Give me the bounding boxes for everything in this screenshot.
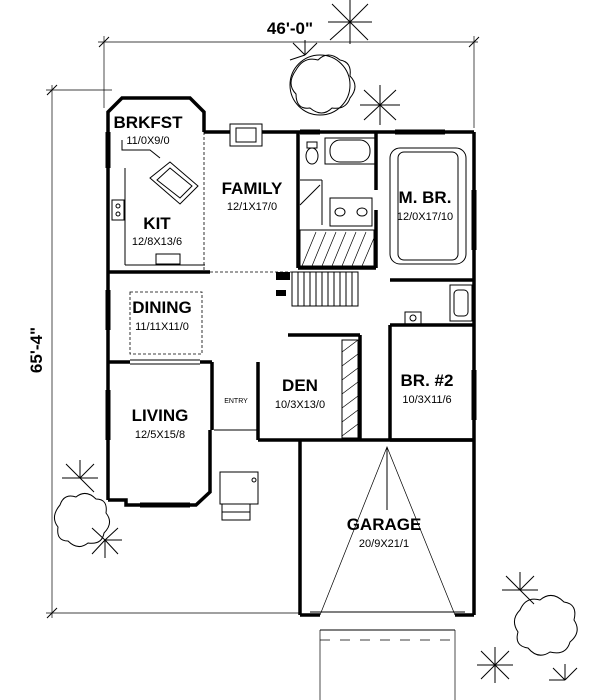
room-size-garage: 20/9X21/1 [359,538,409,550]
width-dimension-line [98,36,480,128]
room-name-br2: BR. #2 [401,371,454,390]
stairs [276,271,359,307]
depth-dimension-line [46,84,300,619]
master-bath-fixtures [299,137,376,227]
bath-2-fixtures [404,284,473,325]
room-size-dining: 11/11X11/0 [135,321,189,333]
room-size-den: 10/3X13/0 [275,399,325,411]
room-name-kit: KIT [143,214,171,233]
room-size-mbr: 12/0X17/10 [397,211,453,223]
garage-details [310,446,465,700]
entry-porch [214,429,259,521]
tree-left-icon [54,460,122,558]
room-name-family: FAMILY [222,179,283,198]
tree-bottom-right-icon [477,572,578,683]
fireplace-icon [229,123,263,147]
exterior-walls [106,96,476,617]
windows [105,129,477,508]
closet-hatch [299,229,375,267]
room-name-den: DEN [282,376,318,395]
depth-dimension-label: 65'-4" [27,327,46,373]
room-name-garage: GARAGE [347,515,422,534]
room-name-dining: DINING [132,298,192,317]
den-closet [341,339,359,439]
room-name-mbr: M. BR. [399,188,452,207]
room-size-br2: 10/3X11/6 [402,394,451,406]
room-name-living: LIVING [132,406,189,425]
tree-top-icon [289,0,400,125]
room-size-brkfst: 11/0X9/0 [126,135,169,147]
room-size-family: 12/1X17/0 [227,201,277,213]
interior-walls [108,132,474,442]
kitchen-counters [111,140,205,266]
master-bed [389,147,467,265]
room-size-living: 12/5X15/8 [135,429,185,441]
room-size-kit: 12/8X13/6 [132,236,182,248]
room-name-entry: ENTRY [224,398,248,405]
room-name-brkfst: BRKFST [114,113,184,132]
dashed-area-lines [129,132,298,355]
width-dimension-label: 46'-0" [267,19,313,38]
